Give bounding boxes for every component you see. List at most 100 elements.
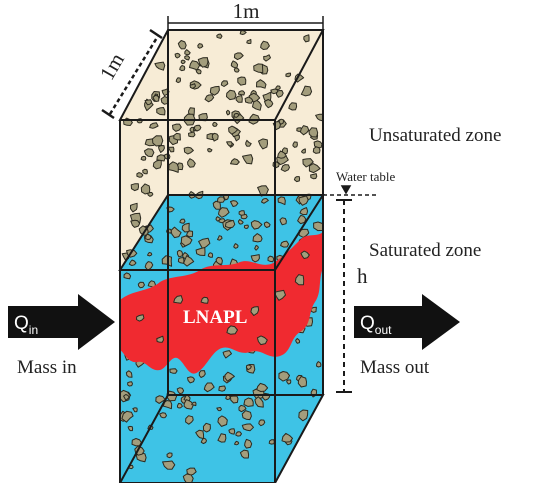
soil-particle <box>144 99 153 106</box>
soil-particle <box>161 255 173 267</box>
soil-particle <box>299 207 309 216</box>
soil-particle <box>183 255 195 267</box>
soil-particle <box>256 79 267 89</box>
soil-particle <box>278 371 290 382</box>
q-in-label: Qin <box>14 313 38 337</box>
soil-particle <box>254 244 259 251</box>
soil-particle <box>241 423 254 432</box>
soil-particle <box>302 158 314 168</box>
soil-particle <box>130 202 138 213</box>
soil-particle <box>229 395 239 404</box>
soil-particle <box>254 396 264 408</box>
soil-particle <box>179 218 186 224</box>
soil-particle <box>142 168 148 175</box>
soil-particle <box>220 80 229 87</box>
soil-particle <box>313 140 323 149</box>
soil-particle <box>235 431 242 437</box>
soil-particle <box>195 69 202 75</box>
soil-particle <box>260 40 270 50</box>
soil-particle <box>285 72 292 78</box>
soil-particle <box>308 127 319 138</box>
soil-particle <box>258 419 266 427</box>
soil-particle <box>176 402 183 409</box>
soil-particle <box>237 76 247 86</box>
soil-particle <box>237 219 244 225</box>
soil-particle <box>217 415 228 427</box>
soil-particle <box>243 224 249 229</box>
soil-particle <box>136 172 144 178</box>
soil-particle <box>128 259 137 266</box>
soil-particle <box>132 407 138 413</box>
soil-particle <box>246 38 252 44</box>
soil-particle <box>316 361 322 368</box>
soil-particle <box>204 94 215 103</box>
soil-particle <box>298 195 309 206</box>
soil-particle <box>300 250 310 259</box>
soil-particle <box>173 132 181 141</box>
soil-particle <box>183 146 194 155</box>
height-label: h <box>357 264 368 288</box>
soil-particle <box>200 296 209 304</box>
soil-particle <box>237 90 246 96</box>
soil-particle <box>186 230 194 238</box>
soil-particle <box>131 438 142 447</box>
soil-particle <box>242 154 254 165</box>
soil-particle <box>209 85 220 96</box>
mass-in-label: Mass in <box>17 357 77 378</box>
soil-particle <box>189 60 201 71</box>
soil-particle <box>293 176 301 183</box>
soil-particle <box>166 452 173 459</box>
soil-particle <box>250 306 260 316</box>
soil-particle <box>312 146 321 154</box>
soil-particle <box>216 196 226 203</box>
soil-particle <box>216 33 223 39</box>
soil-particle <box>183 399 194 410</box>
soil-particle <box>245 139 252 147</box>
soil-particle <box>125 370 133 378</box>
soil-particle <box>252 233 263 243</box>
soil-particle <box>230 158 240 165</box>
soil-particle <box>228 428 236 435</box>
soil-particle <box>177 40 187 50</box>
soil-particle <box>297 376 307 388</box>
soil-particle <box>300 85 313 97</box>
soil-particle <box>277 196 286 206</box>
soil-particle <box>140 155 147 161</box>
soil-particle <box>212 121 218 127</box>
soil-particle <box>174 52 181 59</box>
soil-particle <box>280 164 290 172</box>
soil-particle <box>310 173 318 180</box>
soil-particle <box>203 382 215 393</box>
soil-particle <box>121 410 134 423</box>
soil-particle <box>140 183 151 195</box>
soil-particle <box>256 335 268 346</box>
soil-particle <box>130 219 141 228</box>
lnapl-label: LNAPL <box>183 307 247 328</box>
soil-particle <box>123 272 132 280</box>
soil-particle <box>156 335 164 343</box>
soil-particle <box>222 350 232 359</box>
soil-particle <box>264 99 274 109</box>
soil-particle <box>152 94 160 102</box>
soil-particle <box>130 183 139 192</box>
soil-particle <box>198 237 211 250</box>
soil-particle <box>233 113 239 118</box>
soil-particle <box>230 200 239 207</box>
soil-particle <box>158 145 165 153</box>
soil-particle <box>238 404 247 413</box>
soil-particle <box>127 425 134 432</box>
soil-particle <box>243 397 254 407</box>
soil-particle <box>200 437 207 445</box>
soil-particle <box>187 158 196 168</box>
side-depth-label: 1m <box>95 49 129 84</box>
soil-particle <box>295 338 301 344</box>
soil-particle <box>195 247 206 256</box>
soil-particle <box>218 207 230 218</box>
lnapl-plume <box>120 232 323 374</box>
soil-particle <box>226 325 238 335</box>
soil-particle <box>286 379 292 385</box>
soil-particle <box>197 43 204 49</box>
q-out-arrow <box>354 294 460 350</box>
soil-particle <box>253 63 264 74</box>
